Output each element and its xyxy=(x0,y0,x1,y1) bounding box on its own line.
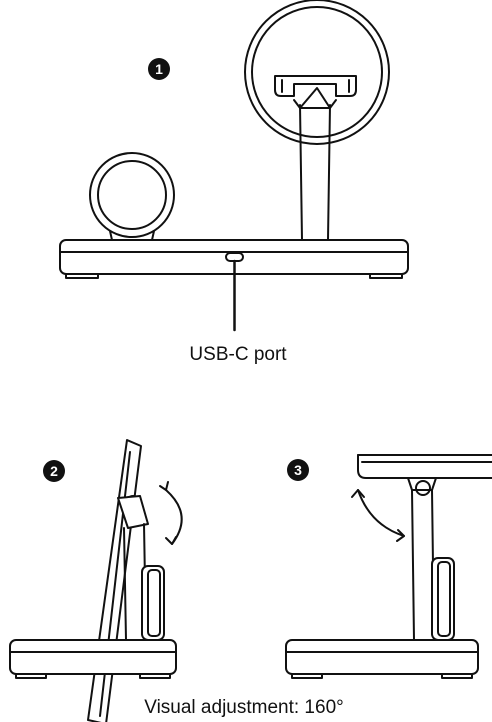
visual-adjustment-caption: Visual adjustment: 160° xyxy=(144,697,343,718)
figure-2-drawing xyxy=(9,439,183,722)
step-badge-3-number: 3 xyxy=(294,462,302,478)
step-badge-1: 1 xyxy=(148,58,170,80)
step-badge-1-number: 1 xyxy=(155,61,163,77)
phone-charger-pad xyxy=(244,0,390,241)
flat-view-stem xyxy=(407,477,455,641)
watch-charger xyxy=(89,152,175,241)
step-badge-2: 2 xyxy=(43,460,65,482)
usb-port-label: USB-C port xyxy=(189,344,287,365)
flat-view-base xyxy=(285,639,479,679)
charging-base xyxy=(59,239,409,332)
step-badge-3: 3 xyxy=(287,459,309,481)
flat-view-rotation-arrow xyxy=(351,489,405,542)
step-badge-2-number: 2 xyxy=(50,463,58,479)
flat-phone-pad xyxy=(357,454,492,479)
figure-3-flat-view: 3 xyxy=(285,454,492,679)
figure-1-front-view: 1 USB-C p xyxy=(59,0,409,365)
figure-2-tilt-view: 2 xyxy=(43,460,65,482)
